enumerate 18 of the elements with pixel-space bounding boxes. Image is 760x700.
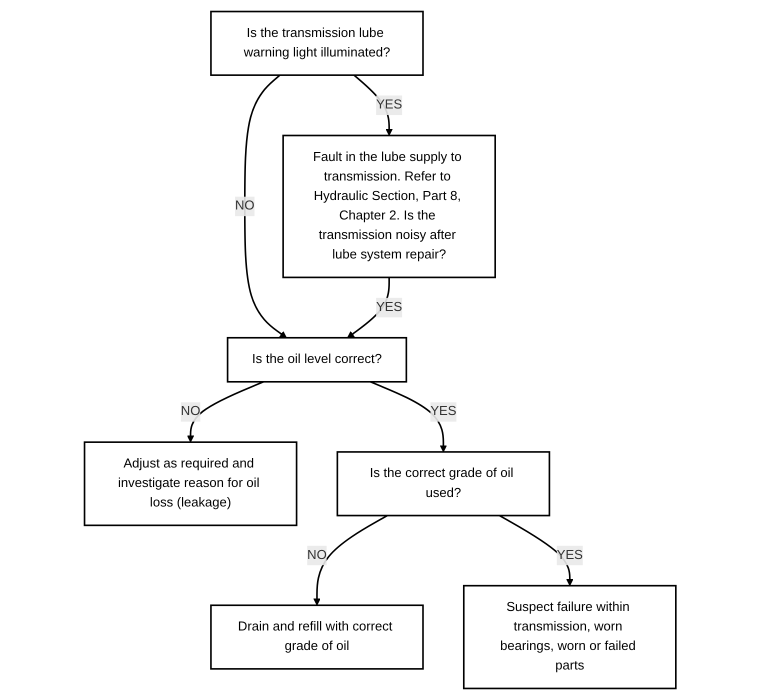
node-box: Drain and refill with correct grade of oil bbox=[210, 604, 424, 670]
edge-label: YES bbox=[376, 98, 402, 112]
arrow bbox=[186, 381, 264, 442]
node-box: Fault in the lube supply to transmission. Refer to Hydraulic Section, Part 8, Chapter 2. Is the transmission noisy after lube system repair? bbox=[282, 134, 496, 278]
node-box: Is the oil level correct? bbox=[226, 336, 407, 383]
edge-label: YES bbox=[430, 404, 456, 418]
edge-label: NO bbox=[180, 404, 200, 418]
node-box: Is the correct grade of oil used? bbox=[336, 451, 550, 516]
edge-label: YES bbox=[376, 300, 402, 314]
node-box: Is the transmission lube warning light illuminated? bbox=[210, 10, 424, 76]
node-box: Suspect failure within transmission, worn bearings, worn or failed parts bbox=[462, 584, 676, 690]
edge-label: NO bbox=[306, 548, 327, 562]
edge-label: NO bbox=[234, 199, 254, 213]
edge-label: YES bbox=[556, 548, 583, 562]
arrow bbox=[370, 381, 447, 452]
node-box: Adjust as required and investigate reason for oil loss (leakage) bbox=[84, 441, 298, 526]
arrow bbox=[313, 514, 388, 606]
arrow bbox=[244, 74, 287, 338]
